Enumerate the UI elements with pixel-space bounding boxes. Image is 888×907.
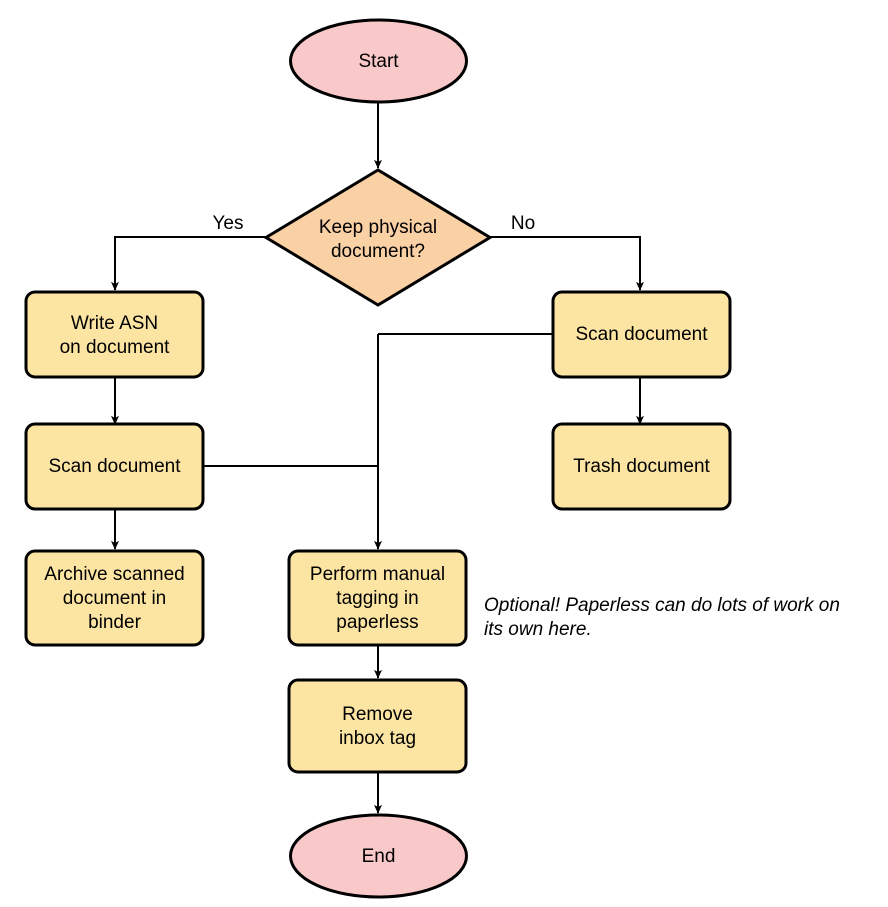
node-decision-keep-physical-document[interactable]: Keep physical document? bbox=[263, 168, 493, 307]
optional-note-line-1: Optional! Paperless can do lots of work … bbox=[484, 595, 840, 616]
scan-document-right-label: Scan document bbox=[575, 324, 708, 345]
trash-document-label: Trash document bbox=[573, 456, 710, 477]
end-label: End bbox=[362, 846, 396, 867]
remove-inbox-tag-label-line-1: Remove bbox=[342, 704, 413, 725]
write-asn-label-line-1: Write ASN bbox=[71, 313, 158, 334]
edge-label-yes: Yes bbox=[213, 213, 244, 234]
archive-label-line-3: binder bbox=[88, 612, 141, 633]
edge-decision-no-to-scan-right bbox=[490, 236, 644, 291]
node-scan-document-right[interactable]: Scan document bbox=[551, 290, 732, 379]
node-archive-scanned-document[interactable]: Archive scanned document in binder bbox=[24, 549, 205, 647]
scan-document-right-box-shape bbox=[551, 290, 732, 379]
end-ellipse-shape bbox=[289, 813, 468, 899]
node-remove-inbox-tag[interactable]: Remove inbox tag bbox=[287, 678, 468, 774]
start-label: Start bbox=[358, 51, 399, 72]
remove-inbox-tag-box-shape bbox=[287, 678, 468, 774]
remove-inbox-tag-label-line-2: inbox tag bbox=[339, 728, 416, 749]
decision-label-line-1: Keep physical bbox=[319, 217, 437, 238]
node-trash-document[interactable]: Trash document bbox=[551, 422, 732, 511]
decision-diamond-shape bbox=[263, 168, 493, 307]
edge-layer bbox=[111, 102, 644, 814]
edge-label-no: No bbox=[511, 213, 535, 234]
manual-tagging-label-line-2: tagging in bbox=[336, 588, 418, 609]
trash-document-box-shape bbox=[551, 422, 732, 511]
manual-tagging-label-line-1: Perform manual bbox=[310, 564, 445, 585]
archive-label-line-1: Archive scanned bbox=[44, 564, 184, 585]
scan-document-left-label: Scan document bbox=[48, 456, 181, 477]
write-asn-box-shape bbox=[24, 290, 205, 379]
start-ellipse-shape bbox=[289, 18, 468, 104]
manual-tagging-box-shape bbox=[287, 549, 468, 647]
optional-note-line-2: its own here. bbox=[484, 619, 592, 640]
node-scan-document-left[interactable]: Scan document bbox=[24, 422, 205, 511]
archive-label-line-2: document in bbox=[63, 588, 167, 609]
archive-box-shape bbox=[24, 549, 205, 647]
node-end[interactable]: End bbox=[289, 813, 468, 899]
decision-label-line-2: document? bbox=[331, 241, 425, 262]
node-start[interactable]: Start bbox=[289, 18, 468, 104]
write-asn-label-line-2: on document bbox=[60, 337, 171, 358]
manual-tagging-label-line-3: paperless bbox=[336, 612, 418, 633]
node-perform-manual-tagging[interactable]: Perform manual tagging in paperless bbox=[287, 549, 468, 647]
annotation-optional-note: Optional! Paperless can do lots of work … bbox=[484, 595, 840, 640]
scan-document-left-box-shape bbox=[24, 422, 205, 511]
node-write-asn-on-document[interactable]: Write ASN on document bbox=[24, 290, 205, 379]
edge-decision-yes-to-write-asn bbox=[111, 236, 266, 291]
